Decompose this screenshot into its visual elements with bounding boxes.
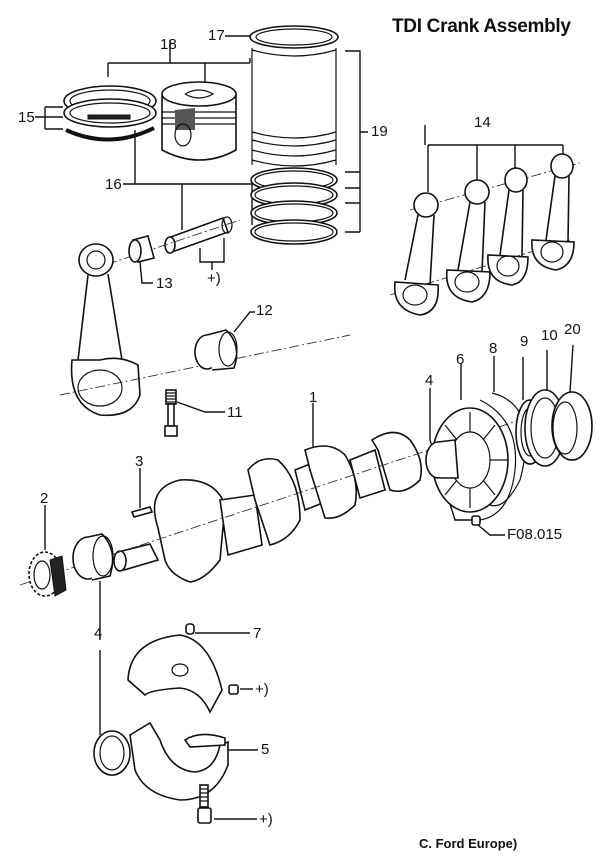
callout-19: 19 [371,123,388,140]
callout-4-rear: 4 [425,372,434,389]
callout-20: 20 [564,321,581,338]
callout-plus-bolt: +) [259,811,273,828]
diagram-title: TDI Crank Assembly [392,16,571,37]
callout-10: 10 [541,327,558,344]
main-bearing-cap-upper [127,623,239,714]
small-end-bush [128,235,155,263]
con-rod-bolt [164,389,178,437]
credit-text: C. Ford Europe) [419,836,518,851]
main-bearing-shell-rear [425,439,459,479]
main-bearing-shell-front [72,533,114,581]
callout-plus-piston: +) [207,270,221,287]
crankshaft [19,419,521,586]
connecting-rods-set [389,153,581,316]
cylinder-liner [249,25,339,245]
callout-15: 15 [18,109,35,126]
gudgeon-pin [89,216,241,271]
callout-3: 3 [135,453,144,470]
callout-12: 12 [256,302,273,319]
callout-16: 16 [105,176,122,193]
main-bearing-cap-lower [93,721,229,824]
callout-1: 1 [309,389,318,406]
seal-sleeve [551,391,593,461]
callout-14: 14 [474,114,491,131]
piston-rings [63,85,157,142]
callout-11: 11 [227,404,243,421]
plug [471,515,481,526]
callout-7: 7 [253,625,262,642]
gasket [489,392,527,507]
callout-13: 13 [156,275,173,292]
big-end-bearing [194,329,238,371]
timing-gear [28,551,67,597]
callout-8: 8 [489,340,498,357]
woodruff-key [130,506,154,518]
callout-17: 17 [208,27,225,44]
callout-18: 18 [160,36,177,53]
callout-9: 9 [520,333,529,350]
callout-2: 2 [40,490,49,507]
callout-plus-dowel: +) [255,681,269,698]
callout-F08015: F08.015 [507,526,563,543]
callout-4-front: 4 [94,625,103,642]
connecting-rod [59,243,351,417]
piston [161,81,237,161]
callout-6: 6 [456,351,465,368]
callout-5: 5 [261,741,270,758]
